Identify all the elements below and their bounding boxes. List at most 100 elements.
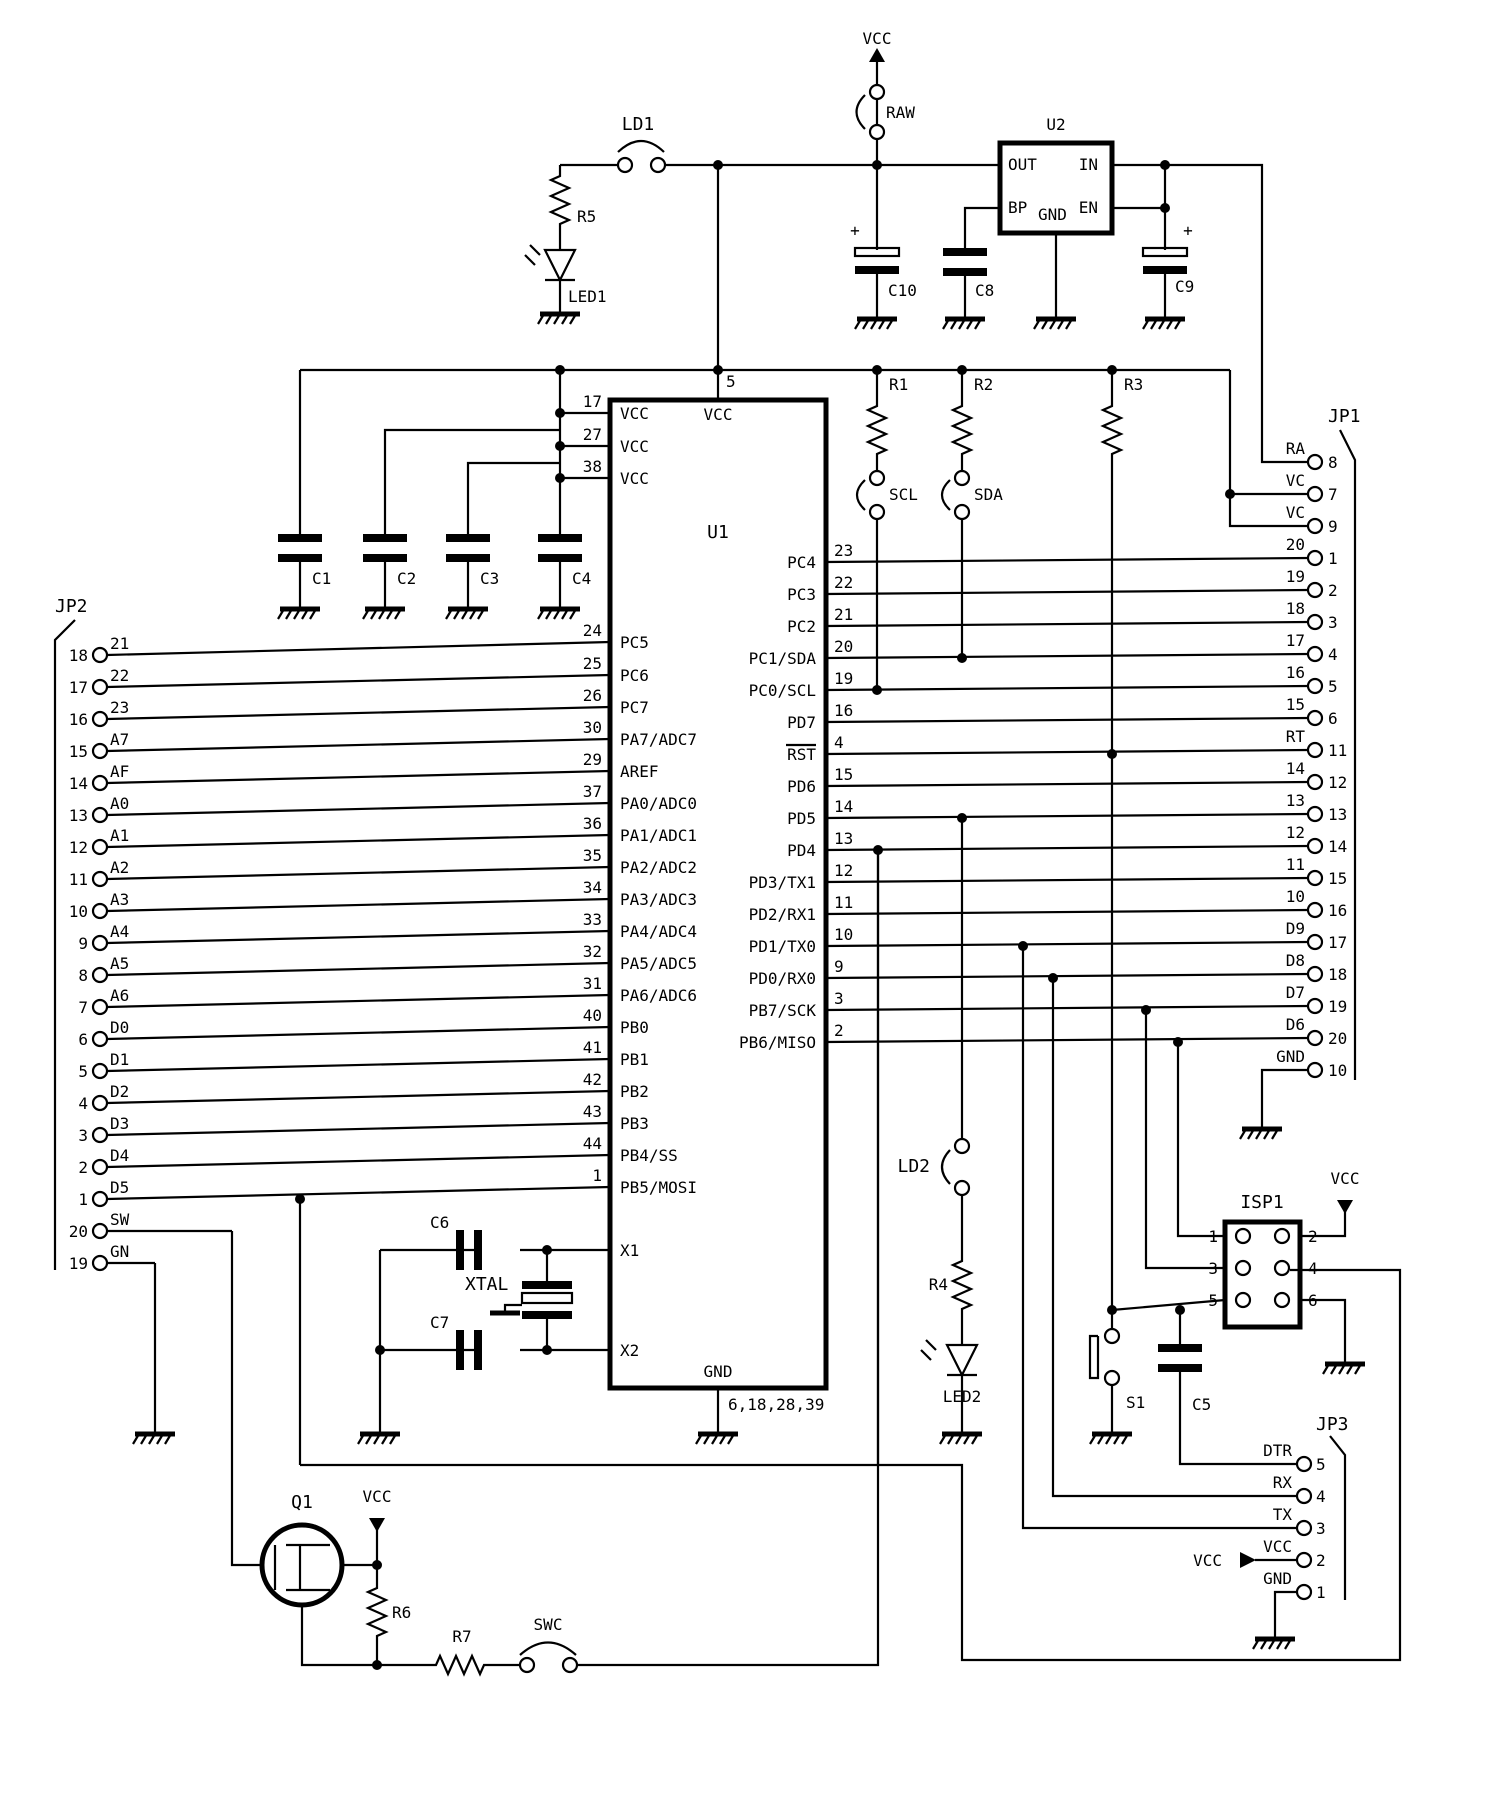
- jp1-signal-wire: [825, 620, 1309, 628]
- jp1-pin-number: 12: [1328, 773, 1347, 792]
- jumper-pin: [953, 503, 971, 521]
- jp3-pin-label: RX: [1273, 1473, 1293, 1492]
- jp2-pin: [91, 742, 109, 760]
- u1-pin-label: PB3: [620, 1114, 649, 1133]
- junction-dot: [555, 408, 565, 418]
- jp1-signal-wire: [825, 652, 1309, 660]
- jp2-pin-label: D2: [110, 1082, 129, 1101]
- junction-dot: [542, 1345, 552, 1355]
- jp1-pin-number: 18: [1328, 965, 1347, 984]
- r3-resistor: [1101, 398, 1123, 462]
- u1-pin-label: PA3/ADC3: [620, 890, 697, 909]
- isp-vcc-label: VCC: [1331, 1169, 1360, 1188]
- junction-dot: [375, 1345, 385, 1355]
- jp1-pin-label: VC: [1286, 471, 1305, 490]
- jumper-pin: [953, 469, 971, 487]
- u2-en: EN: [1079, 198, 1098, 217]
- jp1-pin-number: 8: [1328, 453, 1338, 472]
- jp1-pin: [1306, 677, 1324, 695]
- s1-ground: [1090, 1420, 1132, 1444]
- cap-ground: [363, 595, 405, 619]
- swc-pin: [561, 1656, 579, 1674]
- jp2-pin-number: 13: [69, 806, 88, 825]
- junction-dot: [542, 1245, 552, 1255]
- jp2-signal-wire: [106, 1089, 611, 1105]
- u1-pin-number: 20: [834, 637, 853, 656]
- xtal-ground: [358, 1420, 400, 1444]
- s1-pin: [1103, 1369, 1121, 1387]
- u1-pin-label: AREF: [620, 762, 659, 781]
- jp1-pin-number: 15: [1328, 869, 1347, 888]
- jp1-pin-label: VC: [1286, 503, 1305, 522]
- u1-pin-number: 24: [583, 621, 602, 640]
- u1-pin-number: 32: [583, 942, 602, 961]
- jp1-pin-label: 12: [1286, 823, 1305, 842]
- ld1-jumper: [617, 139, 665, 153]
- u1-pin-number: 37: [583, 782, 602, 801]
- jp2-pin-number: 7: [78, 998, 88, 1017]
- jumper-arc: [855, 479, 866, 511]
- jp2-pin-label: A7: [110, 730, 129, 749]
- jp3-pin-number: 3: [1316, 1519, 1326, 1538]
- u1-pin-label: RST: [787, 745, 816, 764]
- jp2-pin-number: 18: [69, 646, 88, 665]
- jp1-pin-number: 16: [1328, 901, 1347, 920]
- en-wire: [1112, 165, 1167, 210]
- u1-pin-label: PB5/MOSI: [620, 1178, 697, 1197]
- jp2-signal-wire: [106, 993, 611, 1009]
- jp2-pin: [91, 1222, 109, 1240]
- jp2-signal-wire: [106, 833, 611, 849]
- jp2-pin-number: 19: [69, 1254, 88, 1273]
- jp1-pin-number: 20: [1328, 1029, 1347, 1048]
- u1-pin-label: PA6/ADC6: [620, 986, 697, 1005]
- jp1-pin-label: RT: [1286, 727, 1306, 746]
- c10-plate-plus: [853, 246, 901, 258]
- jp3-pin-label: TX: [1273, 1505, 1293, 1524]
- jp1-pin-label: D7: [1286, 983, 1305, 1002]
- jp1-bracket: [1339, 429, 1357, 1080]
- u1-pin-number: 41: [583, 1038, 602, 1057]
- R2-resistor: [951, 398, 973, 462]
- led2-body: [945, 1343, 979, 1378]
- junction-dot: [555, 441, 565, 451]
- jp3-pin: [1295, 1551, 1313, 1569]
- junction-dot: [957, 813, 967, 823]
- jp1-signal-wire: [825, 1004, 1309, 1012]
- junction-dot: [295, 1194, 305, 1204]
- c7-label: C7: [430, 1313, 449, 1332]
- jp1-pin: [1306, 997, 1324, 1015]
- jp1-pin-number: 1: [1328, 549, 1338, 568]
- u1-pin-label: PD5: [787, 809, 816, 828]
- swc-to-u1: [577, 850, 880, 1667]
- junction-dot: [1107, 749, 1117, 759]
- jp1-signal-wire: [825, 940, 1309, 948]
- c10-ground: [855, 305, 897, 329]
- u1-pin-number: 43: [583, 1102, 602, 1121]
- u2-gnd: GND: [1038, 205, 1067, 224]
- jp2-pin: [91, 646, 109, 664]
- jp2-pin-label: D5: [110, 1178, 129, 1197]
- jp1-pin-number: 5: [1328, 677, 1338, 696]
- u1-pin-number: 35: [583, 846, 602, 865]
- jp1-pin-label: 17: [1286, 631, 1305, 650]
- jp2-pin-label: GN: [110, 1242, 129, 1261]
- isp1-body: [1222, 1219, 1303, 1330]
- ld1-label: LD1: [622, 114, 655, 135]
- u1-pin-number: 1: [592, 1166, 602, 1185]
- jp3-bracket: [1329, 1435, 1347, 1600]
- jp3-gnd-wire: [1273, 1590, 1297, 1625]
- u1-pin-label: PB7/SCK: [749, 1001, 817, 1020]
- jp1-pin-label: GND: [1276, 1047, 1305, 1066]
- u1-pin-label: X1: [620, 1241, 639, 1260]
- jp1-pin-label: 16: [1286, 663, 1305, 682]
- jp2-pin-number: 3: [78, 1126, 88, 1145]
- c8-label: C8: [975, 281, 994, 300]
- sck-wire: [1144, 1010, 1225, 1270]
- u1-pin-label: PD4: [787, 841, 816, 860]
- jp1-pin-label: 14: [1286, 759, 1305, 778]
- R1-label: R1: [889, 375, 908, 394]
- r7-label: R7: [452, 1627, 471, 1646]
- u1-pin-label: PA5/ADC5: [620, 954, 697, 973]
- u1-pin-number: 4: [834, 733, 844, 752]
- q1-label: Q1: [291, 1492, 313, 1513]
